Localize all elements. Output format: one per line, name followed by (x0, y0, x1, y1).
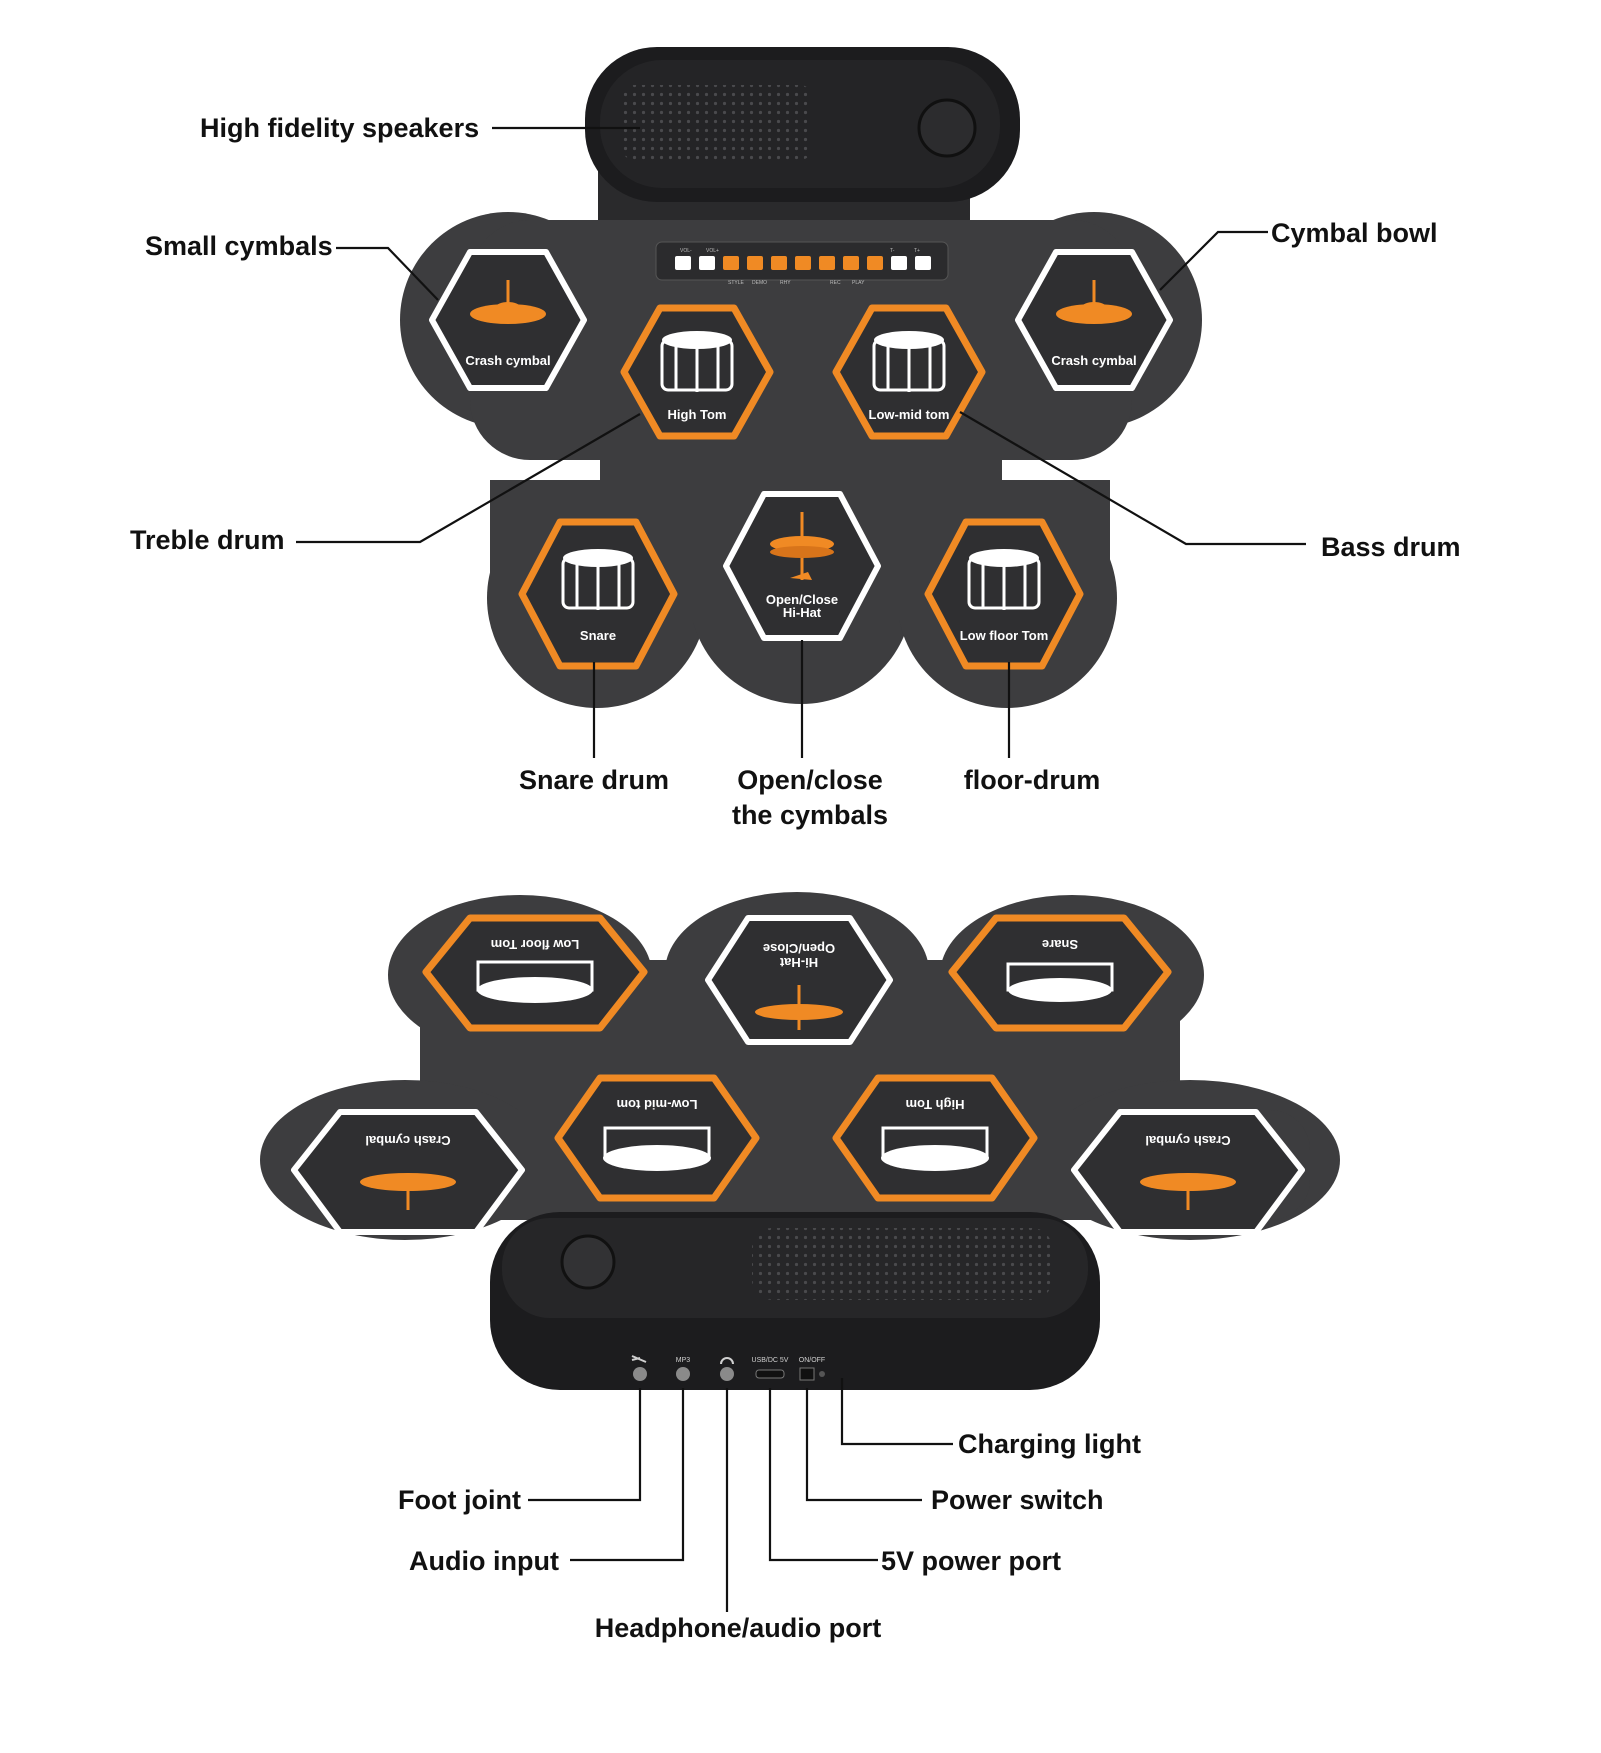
bottom-view: Low floor Tom Open/Close Hi-Hat Snare Cr… (260, 892, 1340, 1643)
audio-input-port[interactable] (676, 1367, 690, 1381)
pad-open-close-hihat[interactable]: Open/Close Hi-Hat (723, 491, 881, 641)
pad-label: Crash cymbal (1051, 353, 1136, 368)
control-panel: VOL- VOL+ STYLE DEMO RHY REC PLAY T- T+ (655, 241, 949, 286)
ctrl-label-style: STYLE (728, 280, 745, 286)
drum-icon (872, 331, 946, 392)
callout-charging-light: Charging light (958, 1429, 1141, 1459)
ctrl-label-play: PLAY (852, 280, 865, 286)
callout-cymbal-bowl: Cymbal bowl (1271, 218, 1438, 248)
callout-foot-joint: Foot joint (398, 1485, 521, 1515)
drum-icon (967, 549, 1041, 610)
ctrl-label-t-plus: T+ (914, 248, 920, 254)
pad-label: Low floor Tom (960, 628, 1049, 643)
drum-icon (660, 331, 734, 392)
pad-label: Low-mid tom (869, 407, 950, 422)
control-panel-button[interactable] (915, 256, 931, 270)
drum-icon-body (603, 1126, 711, 1160)
pad-hihat-rotated[interactable]: Open/Close Hi-Hat (705, 915, 893, 1045)
control-panel-button[interactable] (723, 256, 739, 270)
pad-low-floor-tom[interactable]: Low floor Tom (924, 518, 1084, 670)
port-label-usb: USB/DC 5V (752, 1357, 789, 1364)
control-panel-button[interactable] (795, 256, 811, 270)
pad-crash-cymbal-right-rotated[interactable]: Crash cymbal (1071, 1109, 1305, 1235)
ctrl-label-vol-plus: VOL+ (706, 248, 719, 254)
hihat-icon (770, 512, 834, 580)
speaker-grille (752, 1228, 1052, 1300)
drum-icon-body (881, 1126, 989, 1160)
speaker-knob[interactable] (917, 98, 977, 158)
callout-floor-drum: floor-drum (964, 765, 1100, 795)
pad-snare[interactable]: Snare (518, 518, 678, 670)
cymbal-icon (470, 280, 546, 324)
top-speaker-unit (585, 47, 1020, 224)
control-panel-button[interactable] (867, 256, 883, 270)
pad-label: Snare (1042, 937, 1078, 952)
speaker-grille (622, 85, 812, 160)
port-label-mp3: MP3 (676, 1357, 691, 1364)
foot-pedal-icon (631, 1355, 647, 1363)
charging-light (819, 1371, 825, 1377)
pad-low-floor-tom-rotated[interactable]: Low floor Tom (422, 914, 648, 1032)
pad-label-line1: Open/Close (766, 592, 838, 607)
control-panel-button[interactable] (675, 256, 691, 270)
control-panel-button[interactable] (819, 256, 835, 270)
callout-headphone-port: Headphone/audio port (595, 1613, 882, 1643)
headphone-icon (720, 1357, 734, 1365)
port-label-onoff: ON/OFF (799, 1357, 825, 1364)
pad-label: Crash cymbal (1145, 1133, 1230, 1148)
headphone-port[interactable] (720, 1367, 734, 1381)
callout-power-port: 5V power port (881, 1546, 1061, 1576)
control-panel-button[interactable] (771, 256, 787, 270)
pad-snare-rotated[interactable]: Snare (948, 914, 1172, 1032)
ctrl-label-t-minus: T- (890, 248, 895, 254)
bottom-leader-lines (528, 1378, 953, 1612)
foot-joint-port[interactable] (633, 1367, 647, 1381)
callout-hihat-line1: Open/close (737, 765, 883, 795)
pad-crash-cymbal-right[interactable]: Crash cymbal (1015, 249, 1173, 391)
top-leader-lines (296, 126, 1306, 758)
pad-label: High Tom (668, 407, 727, 422)
drum-icon (561, 549, 635, 610)
callout-treble-drum: Treble drum (130, 525, 285, 555)
pad-crash-cymbal-left[interactable]: Crash cymbal (429, 249, 587, 391)
pad-label: Snare (580, 628, 616, 643)
callout-bass-drum: Bass drum (1321, 532, 1461, 562)
pad-label: Crash cymbal (465, 353, 550, 368)
pad-crash-cymbal-left-rotated[interactable]: Crash cymbal (291, 1109, 525, 1235)
top-view: VOL- VOL+ STYLE DEMO RHY REC PLAY T- T+ … (130, 47, 1461, 830)
control-panel-button[interactable] (891, 256, 907, 270)
pad-high-tom[interactable]: High Tom (620, 304, 774, 440)
callout-speakers: High fidelity speakers (200, 113, 479, 143)
pad-label: Crash cymbal (365, 1133, 450, 1148)
control-panel-button[interactable] (699, 256, 715, 270)
speaker-knob[interactable] (560, 1234, 616, 1290)
pad-label-line2: Hi-Hat (783, 605, 822, 620)
pad-high-tom-rotated[interactable]: High Tom (832, 1074, 1038, 1202)
pad-low-mid-tom[interactable]: Low-mid tom (832, 304, 986, 440)
drum-icon-body (476, 960, 594, 992)
pad-label: Low floor Tom (491, 937, 580, 952)
pad-label: Low-mid tom (617, 1097, 698, 1112)
pad-label: High Tom (906, 1097, 965, 1112)
power-switch[interactable] (799, 1367, 815, 1381)
control-panel-button[interactable] (747, 256, 763, 270)
callout-hihat-line2: the cymbals (732, 800, 888, 830)
bottom-speaker-unit: MP3 USB/DC 5V ON/OFF (490, 1212, 1100, 1390)
usb-port[interactable] (755, 1369, 785, 1379)
callout-snare-drum: Snare drum (519, 765, 669, 795)
pad-low-mid-tom-rotated[interactable]: Low-mid tom (554, 1074, 760, 1202)
callout-small-cymbals: Small cymbals (145, 231, 333, 261)
ctrl-label-vol-minus: VOL- (680, 248, 692, 254)
ctrl-label-demo: DEMO (752, 280, 767, 286)
callout-audio-input: Audio input (409, 1546, 559, 1576)
pad-label-line2: Hi-Hat (779, 955, 818, 970)
ctrl-label-rec: REC (830, 280, 841, 286)
pad-label-line1: Open/Close (763, 941, 835, 956)
cymbal-icon (1056, 280, 1132, 324)
ctrl-label-rhy: RHY (780, 280, 791, 286)
control-panel-button[interactable] (843, 256, 859, 270)
drum-icon-body (1006, 962, 1114, 992)
callout-power-switch: Power switch (931, 1485, 1104, 1515)
